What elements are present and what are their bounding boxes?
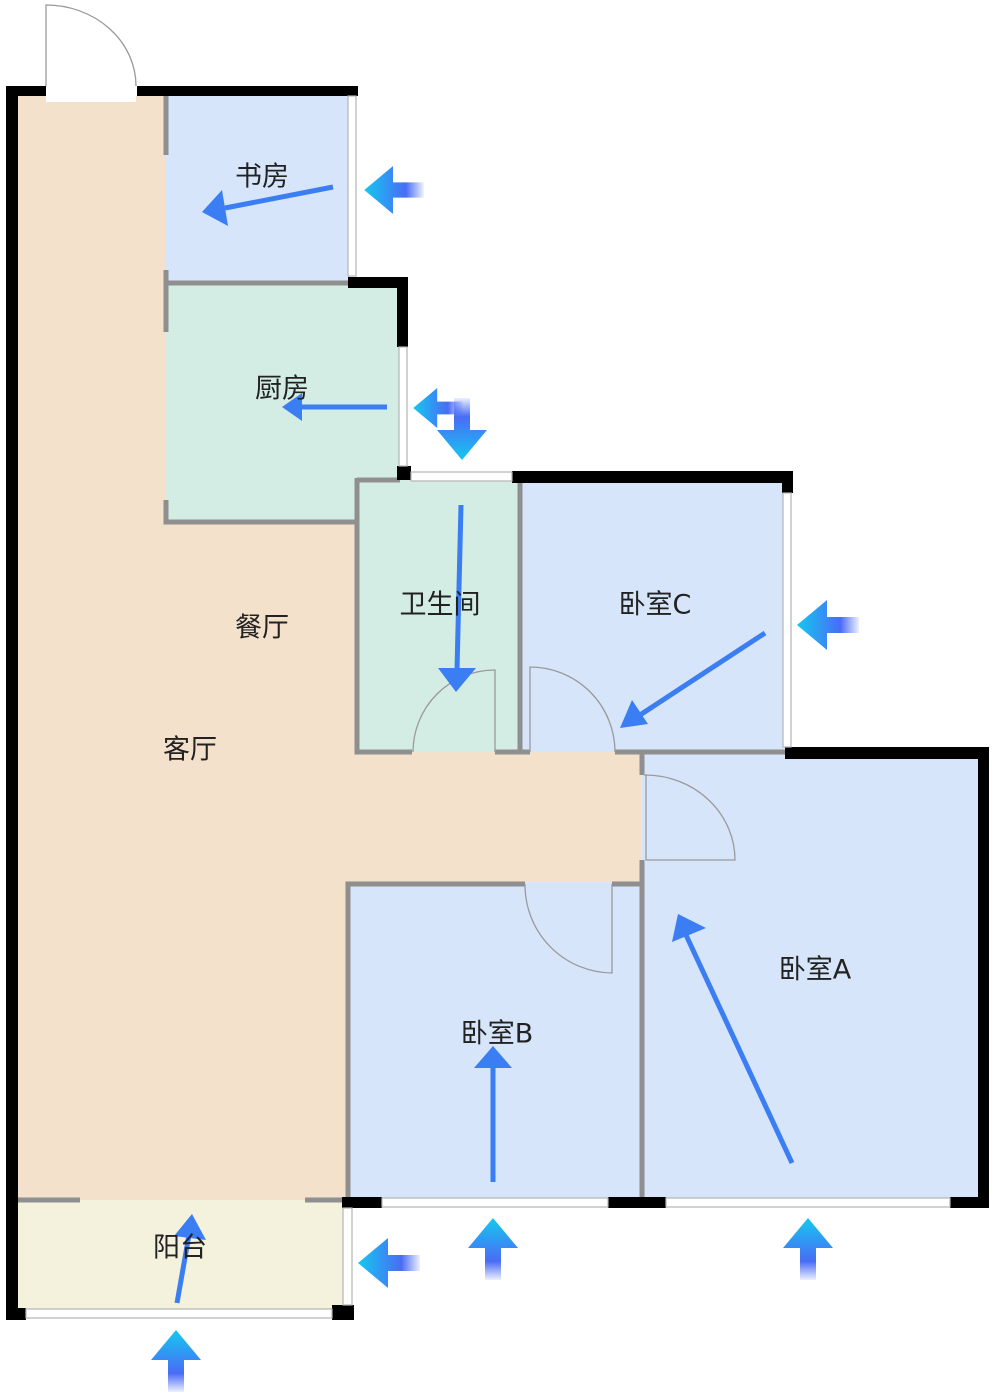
bedroom-a-room — [642, 752, 982, 1202]
airflow-arrow-icon — [174, 184, 795, 1304]
interior-walls — [18, 96, 785, 1203]
living-dining-area — [18, 96, 642, 1200]
room-label-balcony: 阳台 — [153, 1233, 207, 1264]
room-label-bedroom-b: 卧室B — [461, 1019, 534, 1050]
room-label-bedroom-c: 卧室C — [619, 590, 692, 621]
room-label-bedroom-a: 卧室A — [779, 955, 852, 986]
room-label-living: 客厅 — [163, 735, 217, 766]
doors — [45, 4, 736, 974]
bathroom-room — [357, 478, 520, 752]
room-label-kitchen: 厨房 — [255, 374, 309, 405]
windows — [25, 94, 951, 1319]
room-label-bathroom: 卫生间 — [400, 590, 481, 621]
exterior-walls — [6, 86, 989, 1320]
room-label-dining: 餐厅 — [235, 613, 289, 644]
room-label-study: 书房 — [235, 162, 289, 193]
